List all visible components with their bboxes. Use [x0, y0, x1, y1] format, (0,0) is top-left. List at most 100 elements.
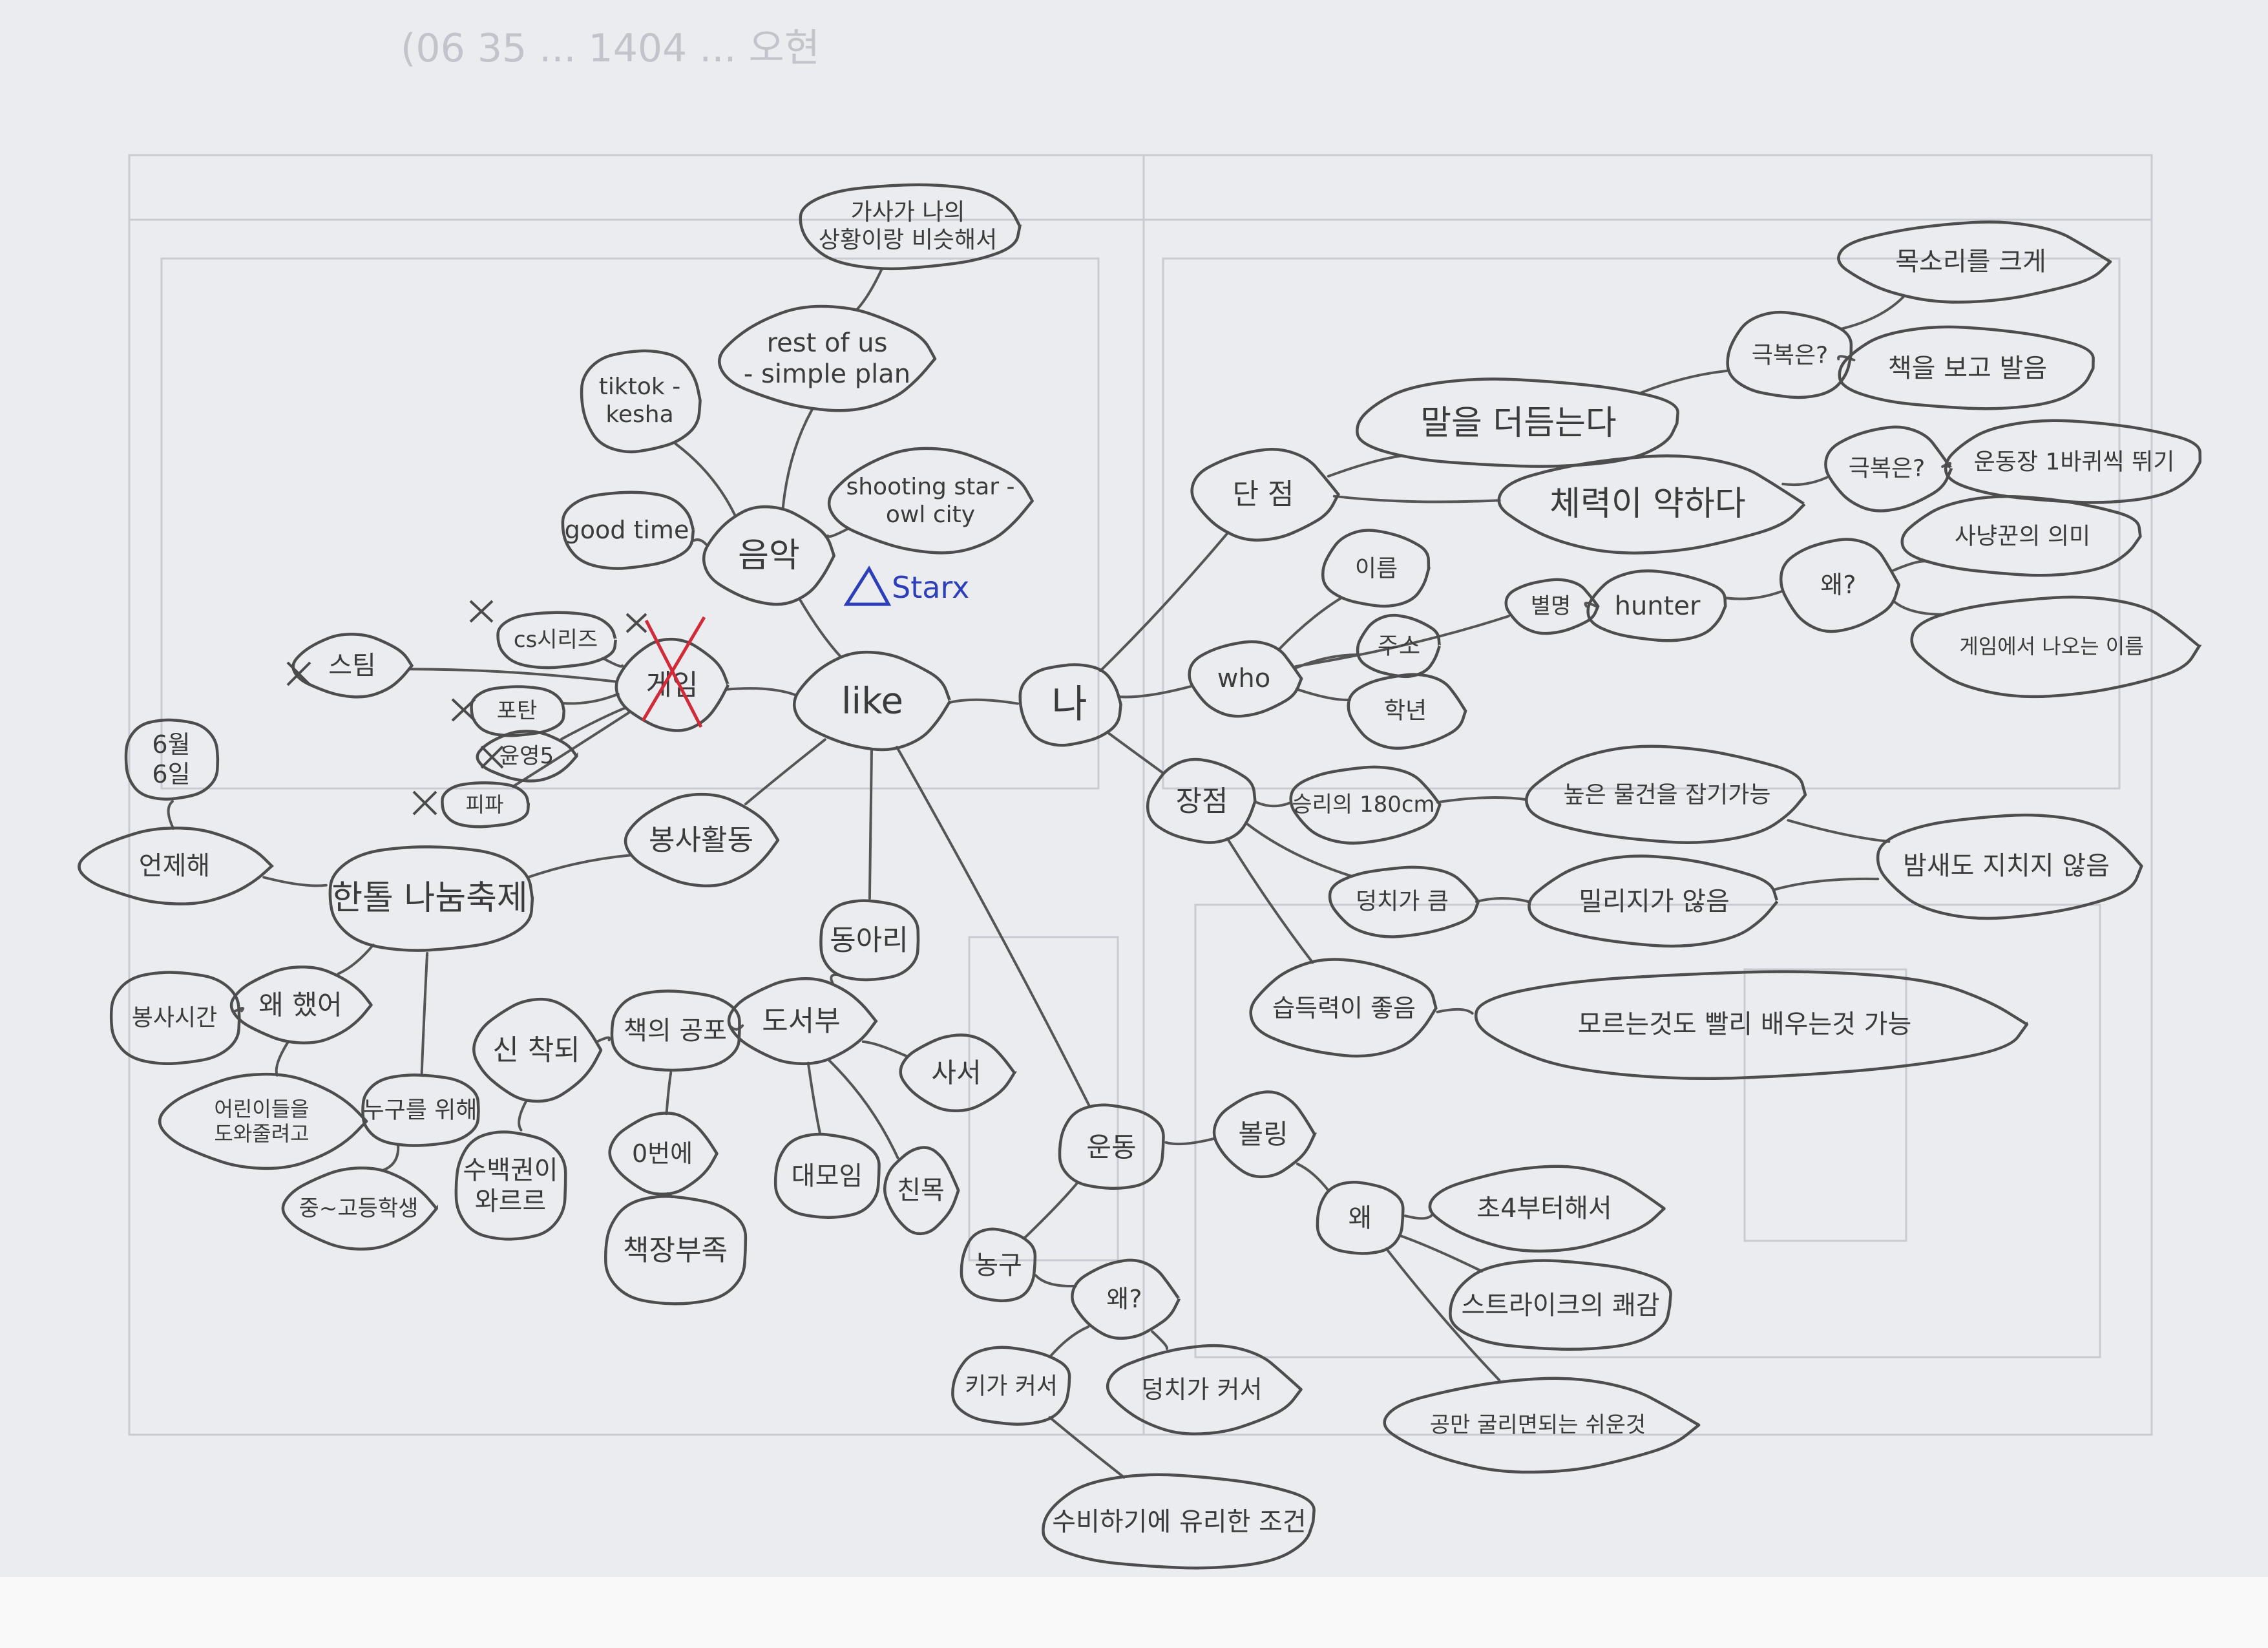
node-why-basket-label: 왜? — [1106, 1285, 1142, 1313]
node-why-book: 0번에 — [608, 1112, 719, 1196]
node-fix1: 극복은? — [1726, 310, 1853, 399]
edge-new-lib-to-many-book — [518, 1099, 529, 1132]
node-body-a-label: 밀리지가 않음 — [1579, 887, 1730, 916]
node-many-book-bubble — [454, 1130, 567, 1241]
edge-like-to-game — [725, 687, 797, 697]
node-date-bubble — [124, 718, 220, 801]
node-who: who — [1188, 640, 1303, 718]
node-game-cs-bubble — [496, 611, 617, 670]
x-mark-fifa — [412, 790, 437, 816]
edge-why-bowling-to-strike — [1399, 1234, 1484, 1273]
node-shelf-lack-label: 책장부족 — [623, 1234, 728, 1267]
node-shelf-lack-bubble — [604, 1194, 748, 1305]
node-service-time: 봉사시간 — [109, 971, 241, 1066]
node-weak-talk: 말을 더듬는다 — [1356, 377, 1679, 468]
node-when-bubble — [78, 826, 274, 905]
node-music-label: 음악 — [738, 536, 800, 575]
node-game-cs-label: cs시리즈 — [514, 627, 598, 653]
edge-library-to-daemo — [806, 1061, 821, 1134]
node-ball-fast-label: 공만 굴리면되는 쉬운것 — [1430, 1412, 1646, 1438]
red-cross-game — [641, 616, 706, 728]
node-students-label: 중~고등학생 — [299, 1196, 419, 1221]
node-height-a-bubble — [1525, 745, 1807, 844]
node-basket-label: 농구 — [974, 1251, 1022, 1280]
edge-when-to-date — [167, 800, 175, 830]
edge-weak-stamina-to-fix2 — [1781, 476, 1829, 487]
node-address: 주소 — [1356, 613, 1441, 679]
node-fix1-b-label: 책을 보고 발음 — [1888, 354, 2047, 383]
node-reason-a-bubble — [1900, 494, 2142, 577]
node-ball-fast-bubble — [1383, 1377, 1701, 1474]
blue-annotation: Starx — [843, 565, 969, 606]
node-defense-bubble — [1042, 1473, 1316, 1570]
node-festival-bubble — [328, 845, 534, 952]
node-bowling-label: 볼링 — [1238, 1119, 1288, 1150]
edge-why-basket-to-tall — [1049, 1326, 1090, 1357]
node-why-did-label: 왜 했어 — [258, 989, 342, 1021]
node-game-fifa-bubble — [441, 781, 530, 829]
edge-na-to-strong — [1106, 731, 1164, 774]
node-why-basket-bubble — [1071, 1258, 1181, 1340]
edge-bowling-to-why-bowling — [1296, 1163, 1330, 1193]
x-mark-game-small — [625, 613, 647, 633]
edge-strong-to-height — [1255, 801, 1291, 808]
node-library-bubble — [727, 977, 878, 1066]
node-service-time-label: 봉사시간 — [132, 1005, 217, 1031]
node-music-shooting: shooting star -owl city — [827, 447, 1034, 555]
node-new-lib: 신 착되 — [472, 997, 603, 1103]
node-hunter-bubble — [1586, 569, 1727, 642]
node-fix1-a-label: 목소리를 크게 — [1895, 247, 2046, 277]
node-volunteer-label: 봉사활동 — [649, 824, 753, 857]
node-club-bubble — [819, 899, 920, 982]
edge-volunteer-to-festival — [527, 854, 633, 879]
node-group-bubble — [361, 1073, 480, 1147]
node-game-steam-label: 스팀 — [328, 651, 376, 681]
node-many-book-label-1: 수백권이 — [463, 1156, 558, 1185]
node-service-time-bubble — [109, 971, 241, 1066]
node-nickname: 별명 — [1504, 578, 1600, 635]
node-music-tiktok: tiktok -kesha — [580, 349, 702, 454]
edge-library-to-chumok — [827, 1059, 899, 1159]
edge-like-to-volunteer — [744, 738, 826, 805]
node-na-bubble — [1018, 663, 1122, 747]
node-address-bubble — [1356, 613, 1441, 679]
mind-map-edges — [167, 268, 1952, 1479]
node-shelf-lack: 책장부족 — [604, 1194, 748, 1305]
node-reason-b-label: 게임에서 나오는 이름 — [1959, 634, 2143, 659]
node-book-donation-label: 책의 공포 — [624, 1016, 727, 1046]
node-clerk: 사서 — [899, 1033, 1016, 1113]
node-music-goodtime: good time — [561, 491, 695, 570]
edge-body-a-to-endure — [1774, 877, 1880, 891]
edge-sport-to-basket — [1023, 1181, 1080, 1240]
edge-festival-to-group — [420, 952, 429, 1074]
edge-basket-to-why-basket — [1034, 1274, 1077, 1288]
node-new-lib-label: 신 착되 — [492, 1034, 580, 1067]
node-why-book-label: 0번에 — [632, 1139, 693, 1168]
edge-music-to-music-restofus — [781, 408, 814, 510]
node-height-a: 높은 물건을 잡기가능 — [1525, 745, 1807, 844]
node-basket-bubble — [960, 1227, 1037, 1302]
edge-why-bowling-to-from-elem — [1403, 1213, 1434, 1220]
node-help-kids-bubble — [158, 1072, 368, 1170]
node-festival: 한톨 나눔축제 — [328, 845, 534, 952]
node-sport: 운동 — [1058, 1103, 1165, 1190]
node-why-nick-bubble — [1779, 538, 1901, 633]
node-music: 음악 — [702, 505, 835, 606]
node-game-cs: cs시리즈 — [496, 611, 617, 670]
node-why-did: 왜 했어 — [229, 966, 373, 1044]
node-height-label: 승리의 180cm — [1292, 792, 1434, 818]
node-music-goodtime-label: good time — [565, 516, 689, 544]
edge-why-bowling-to-ball-fast — [1385, 1247, 1501, 1382]
node-sport-label: 운동 — [1086, 1132, 1136, 1163]
x-mark-cs — [469, 600, 494, 623]
node-why-bowling-label: 왜 — [1349, 1203, 1372, 1233]
node-like-bubble — [792, 650, 952, 752]
node-grade-label: 학년 — [1384, 698, 1427, 724]
node-learn-a-bubble — [1474, 970, 2029, 1081]
node-weak-stamina-bubble — [1497, 454, 1807, 555]
node-na-label: 나 — [1051, 682, 1087, 727]
node-from-elem-bubble — [1428, 1165, 1666, 1253]
